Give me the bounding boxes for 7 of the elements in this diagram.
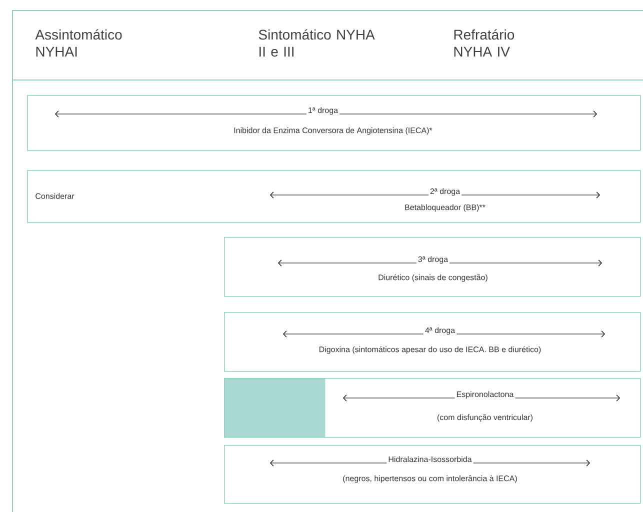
drug-box: Considerar 2ª droga Betabloqueador (BB)** — [27, 170, 641, 223]
drug-box: 3ª droga Diurético (sinais de congestão) — [224, 237, 641, 297]
drug-box: Espironolactona (com disfunção ventricular) — [224, 378, 641, 438]
drug-box: 4ª droga Digoxina (sintomáticos apesar do uso de IECA. BB e diurético) — [224, 312, 641, 372]
drug-box: Hidralazina-Isossorbida (negros, hipertensos ou com intolerância à IECA) — [224, 445, 641, 504]
shaded-block — [224, 378, 326, 438]
drug-box: 1ª droga Inibidor da Enzima Conversora de Angiotensina (IECA)* — [27, 95, 641, 151]
